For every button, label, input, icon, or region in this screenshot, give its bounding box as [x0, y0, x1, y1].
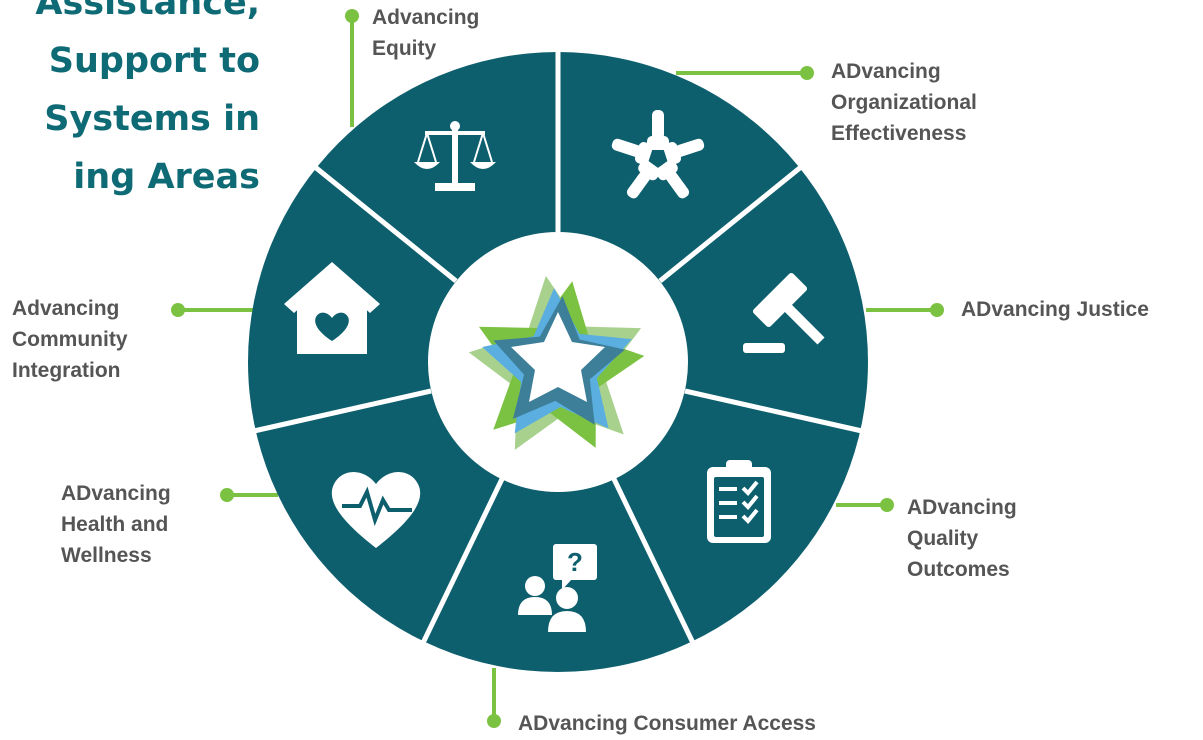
label-line: ADvancing — [907, 496, 1017, 519]
label-community: Advancing Community Integration — [12, 293, 128, 386]
label-line: Health and — [61, 513, 169, 536]
label-line: Advancing — [12, 297, 120, 320]
label-line: Effectiveness — [831, 122, 967, 145]
svg-text:?: ? — [567, 547, 583, 577]
label-consumer: ADvancing Consumer Access — [518, 708, 816, 739]
label-line: Outcomes — [907, 558, 1010, 581]
label-line: Community — [12, 328, 128, 351]
section-heading: Assistance, Support to Systems in ing Ar… — [0, 0, 260, 206]
connector-quality — [836, 498, 894, 512]
label-line: Integration — [12, 359, 121, 382]
label-line: ADvancing Consumer Access — [518, 712, 816, 735]
label-line: Wellness — [61, 544, 152, 567]
people-question-icon: ? — [518, 544, 597, 632]
heart-pulse-icon — [331, 472, 421, 548]
label-organizational: ADvancing Organizational Effectiveness — [831, 56, 977, 149]
connector-organizational — [676, 66, 814, 80]
label-quality: ADvancing Quality Outcomes — [907, 492, 1017, 585]
label-line: Equity — [372, 37, 437, 60]
house-heart-icon — [284, 262, 380, 354]
label-line: ADvancing — [831, 60, 941, 83]
connector-health — [220, 488, 278, 502]
connector-justice — [866, 303, 944, 317]
hands-together-icon — [611, 110, 705, 199]
scales-icon — [414, 121, 496, 191]
label-line: Quality — [907, 527, 979, 550]
label-health: ADvancing Health and Wellness — [61, 478, 171, 571]
connector-consumer — [487, 668, 501, 728]
connector-community — [171, 303, 253, 317]
gavel-icon — [743, 272, 825, 353]
label-justice: ADvancing Justice — [961, 294, 1149, 325]
heading-line: ing Areas — [73, 157, 260, 197]
connectors — [171, 9, 944, 728]
star-logo-icon — [468, 275, 645, 450]
heading-line: Systems in — [44, 99, 260, 139]
heading-line: Assistance, — [35, 0, 260, 23]
heading-line: Support to — [48, 41, 260, 81]
connector-equity — [345, 9, 359, 127]
label-line: ADvancing — [61, 482, 171, 505]
label-line: Advancing — [372, 6, 480, 29]
label-line: ADvancing Justice — [961, 298, 1149, 321]
label-line: Organizational — [831, 91, 977, 114]
label-equity: Advancing Equity — [372, 2, 479, 64]
clipboard-checklist-icon — [707, 460, 771, 543]
